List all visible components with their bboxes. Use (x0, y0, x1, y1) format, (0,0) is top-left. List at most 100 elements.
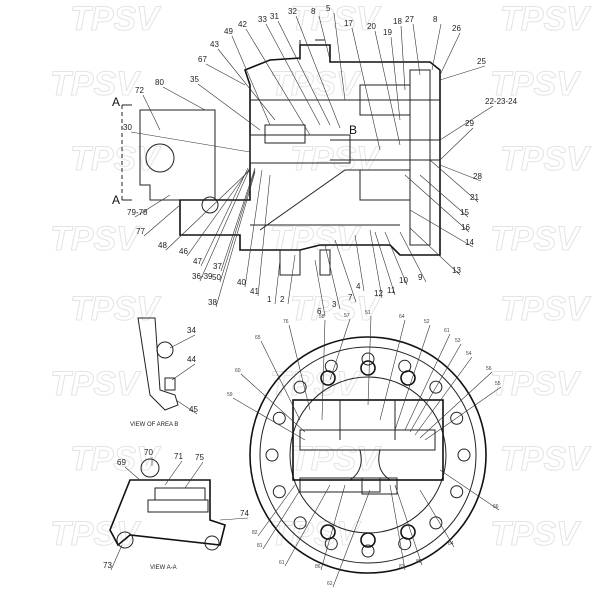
leader-line (374, 30, 401, 146)
callout-13: 13 (452, 266, 461, 275)
leader-line (351, 27, 381, 151)
callout-83: 83 (399, 564, 405, 570)
watermark-text: TPSV (290, 440, 382, 478)
watermark-text: TPSV (500, 290, 592, 328)
callout-56: 56 (486, 366, 492, 372)
watermark-text: TPSV (70, 290, 162, 328)
leader-line (419, 371, 493, 439)
leader-line (265, 23, 321, 126)
leader-line (320, 484, 346, 571)
section-marker-a-top: A (112, 95, 120, 109)
callout-36-39: 36-39 (192, 272, 213, 281)
callout-72: 72 (135, 86, 144, 95)
leader-line (164, 460, 183, 486)
callout-17: 17 (344, 19, 353, 28)
leader-line (314, 259, 326, 317)
bolt-hole (265, 448, 279, 462)
callout-26: 26 (452, 24, 461, 33)
callout-49: 49 (224, 27, 233, 36)
callout-58: 58 (319, 314, 325, 320)
motor-section-view (121, 39, 441, 276)
leader-line (394, 324, 431, 431)
callout-54: 54 (466, 351, 472, 357)
leader-line (439, 164, 482, 182)
callout-46: 46 (179, 247, 188, 256)
leader-line (240, 373, 306, 433)
leader-line (424, 386, 502, 441)
watermark-layer: TPSV TPSV TPSV TPSV TPSV TPSV TPSV TPSV TPSV TPSV… (50, 0, 593, 554)
view-a-a-caption: VIEW A-A (150, 565, 177, 571)
watermark-text: TPSV (70, 0, 162, 38)
leader-line (274, 259, 281, 305)
leader-line (162, 86, 206, 111)
bolt-hole (360, 360, 376, 376)
watermark-text: TPSV (500, 0, 592, 38)
leader-line (287, 254, 296, 305)
leader-line (244, 169, 263, 288)
callout-62: 62 (327, 581, 333, 587)
bolt-hole (293, 380, 307, 394)
callout-19: 19 (383, 28, 392, 37)
callout-74: 74 (240, 509, 249, 518)
watermark-text: TPSV (70, 140, 162, 178)
leader-line (318, 15, 331, 61)
watermark-text: TPSV (500, 140, 592, 178)
callout-32: 32 (288, 7, 297, 16)
callout-12: 12 (374, 289, 383, 298)
leader-line (354, 234, 365, 292)
leader-line (439, 32, 461, 76)
watermark-text: TPSV (270, 515, 362, 553)
callout-77: 77 (136, 227, 145, 236)
callout-14: 14 (465, 238, 474, 247)
callout-48: 48 (158, 241, 167, 250)
leader-line (143, 204, 181, 237)
callout-65: 65 (255, 335, 261, 341)
callout-50: 50 (212, 273, 221, 282)
leader-line (419, 489, 455, 548)
leader-line (169, 334, 196, 349)
leader-line (374, 231, 396, 296)
bolt-hole (320, 524, 336, 540)
watermark-text: TPSV (490, 65, 582, 103)
leader-line (220, 167, 256, 272)
callout-67: 67 (198, 55, 207, 64)
watermark-text: TPSV (50, 65, 142, 103)
callout-52: 52 (424, 319, 430, 325)
callout-64: 64 (399, 314, 405, 320)
leader-line (175, 399, 198, 415)
callout-55: 55 (495, 381, 501, 387)
watermark-text: TPSV (50, 220, 142, 258)
callout-20: 20 (367, 22, 376, 31)
callout-8: 8 (433, 15, 438, 24)
callout-71: 71 (174, 452, 183, 461)
leader-line (334, 239, 357, 303)
callout-5: 5 (326, 4, 331, 13)
leader-line (197, 83, 261, 131)
callout-30: 30 (123, 123, 132, 132)
callout-57: 57 (344, 313, 350, 319)
callout-51: 51 (365, 310, 371, 316)
bolt-hole (272, 411, 286, 425)
bolt-hole (360, 532, 376, 548)
leader-line (184, 461, 204, 489)
bolt-hole (400, 370, 416, 386)
callout-29: 29 (465, 119, 474, 128)
callout-82: 82 (252, 530, 258, 536)
leader-line (404, 333, 451, 431)
leader-line (379, 319, 406, 421)
callout-53: 53 (455, 338, 461, 344)
leader-line (332, 489, 371, 588)
view-area-b-caption: VIEW OF AREA B (130, 422, 178, 428)
callout-45: 45 (189, 405, 198, 414)
callout-27: 27 (405, 15, 414, 24)
watermark-text: TPSV (270, 220, 362, 258)
leader-line (389, 484, 406, 571)
bolt-hole (272, 485, 286, 499)
leader-line (277, 20, 331, 126)
bolt-hole (450, 485, 464, 499)
bolt-hole (457, 448, 471, 462)
callout-16: 16 (461, 223, 470, 232)
leader-line (404, 174, 470, 233)
leader-line (199, 167, 251, 282)
callout-9: 9 (418, 273, 423, 282)
